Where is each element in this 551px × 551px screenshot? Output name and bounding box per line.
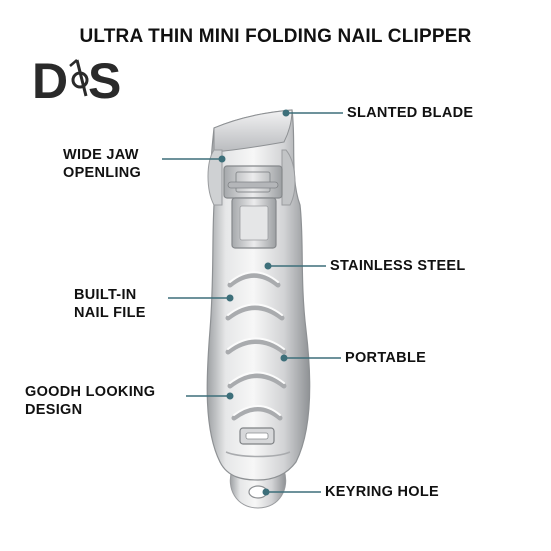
label-wide-jaw: WIDE JAW OPENLING — [63, 146, 141, 182]
label-wide-jaw-line1: WIDE JAW — [63, 147, 139, 163]
leader-dot-good-looking — [226, 392, 234, 400]
label-nail-file-line2: NAIL FILE — [74, 305, 146, 321]
hinge-pin — [227, 181, 279, 189]
leader-dot-keyring-hole — [262, 488, 270, 496]
label-keyring-hole: KEYRING HOLE — [325, 484, 439, 500]
logo-ampersand-mark — [69, 59, 89, 97]
label-nail-file-line1: BUILT-IN — [74, 287, 137, 303]
label-nail-file: BUILT-IN NAIL FILE — [74, 286, 146, 322]
label-slanted-blade: SLANTED BLADE — [347, 105, 474, 121]
label-good-looking-line2: DESIGN — [25, 402, 83, 418]
label-wide-jaw-line2: OPENLING — [63, 165, 142, 181]
nail-file-ridges — [225, 271, 287, 421]
leader-dot-portable — [280, 354, 288, 362]
logo-letter-s: S — [88, 54, 121, 104]
slanted-blade — [213, 109, 293, 153]
logo-letter-d: D — [32, 54, 68, 104]
leader-dot-nail-file — [226, 294, 234, 302]
jaw-right — [281, 149, 296, 206]
leader-dot-stainless-steel — [264, 262, 272, 270]
label-portable: PORTABLE — [345, 350, 427, 366]
leader-dot-wide-jaw — [218, 155, 226, 163]
label-stainless-steel: STAINLESS STEEL — [330, 258, 466, 274]
leader-dot-slanted-blade — [282, 109, 290, 117]
label-good-looking-line1: GOODH LOOKING — [25, 384, 156, 400]
label-good-looking: GOODH LOOKING DESIGN — [25, 383, 155, 419]
brand-logo: D S — [32, 54, 121, 104]
jaw-left — [207, 149, 223, 206]
page-title: ULTRA THIN MINI FOLDING NAIL CLIPPER — [79, 26, 472, 47]
